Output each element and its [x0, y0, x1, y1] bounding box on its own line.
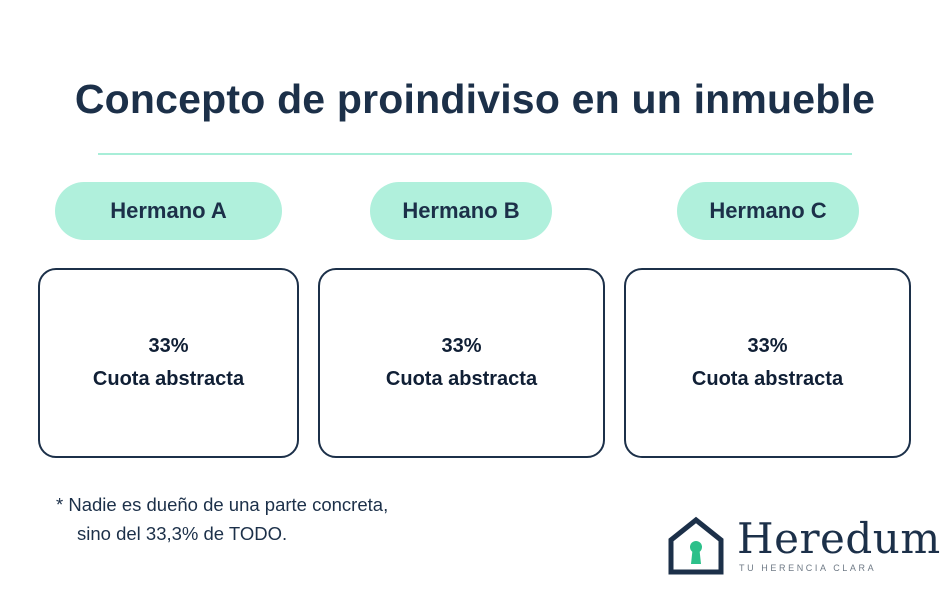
logo-tagline: TU HERENCIA CLARA — [739, 563, 877, 573]
share-percent: 33% — [148, 335, 189, 357]
title-divider — [98, 153, 852, 155]
house-keyhole-icon — [668, 516, 724, 575]
share-box-a: 33% Cuota abstracta — [38, 268, 299, 458]
share-box-b: 33% Cuota abstracta — [318, 268, 605, 458]
share-percent: 33% — [747, 335, 788, 357]
footnote-line-1: * Nadie es dueño de una parte concreta, — [56, 494, 389, 515]
share-label: Cuota abstracta — [691, 368, 844, 390]
share-label: Cuota abstracta — [92, 368, 245, 390]
share-label: Cuota abstracta — [385, 368, 538, 390]
owner-label-b: Hermano B — [370, 182, 552, 240]
page-title: Concepto de proindiviso en un inmueble — [74, 76, 876, 122]
share-box-c: 33% Cuota abstracta — [624, 268, 911, 458]
owner-label-a: Hermano A — [55, 182, 282, 240]
heredum-logo: Heredum TU HERENCIA CLARA — [666, 512, 940, 578]
footnote: * Nadie es dueño de una parte concreta, … — [56, 490, 388, 548]
logo-wordmark: Heredum — [737, 514, 941, 563]
owner-label-c: Hermano C — [677, 182, 859, 240]
share-percent: 33% — [441, 335, 482, 357]
footnote-line-2: sino del 33,3% de TODO. — [77, 523, 288, 544]
